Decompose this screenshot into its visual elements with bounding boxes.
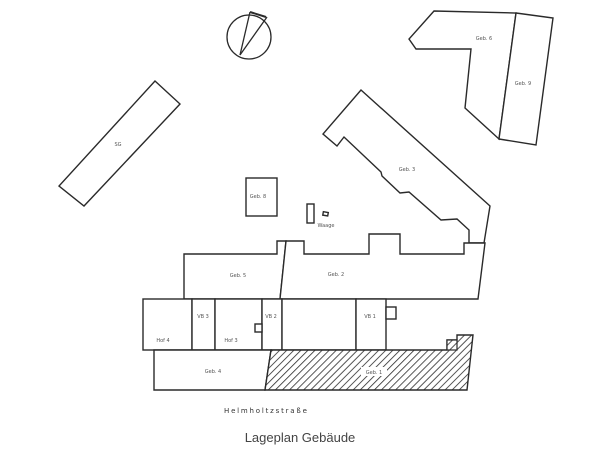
building-label: VB 3 — [197, 314, 209, 320]
building-label: VB 2 — [265, 314, 277, 320]
building-label: Geb. 6 — [476, 36, 492, 42]
building-label: SG — [114, 142, 121, 148]
building-vb2[interactable]: VB 2 — [265, 314, 277, 320]
building-geb6[interactable]: Geb. 6 — [408, 10, 517, 141]
building-label: Geb. 3 — [399, 167, 415, 173]
building-label: Geb. 1 — [366, 370, 382, 376]
building-geb4[interactable]: Geb. 4 — [153, 349, 272, 391]
building-row-lower — [142, 298, 397, 351]
building-label: Geb. 4 — [205, 369, 221, 375]
north-arrow-icon — [226, 11, 272, 60]
building-sg[interactable]: SG — [57, 80, 181, 207]
building-vb3[interactable]: VB 3 — [197, 314, 209, 320]
street-label: Helmholtzstraße — [224, 407, 309, 415]
building-label: VB 1 — [364, 314, 376, 320]
building-geb8[interactable]: Geb. 8 — [245, 177, 278, 217]
building-label: Geb. 5 — [230, 273, 246, 279]
building-label: Hof 4 — [156, 338, 169, 344]
building-geb5[interactable]: Geb. 5 — [183, 240, 287, 300]
page-title: Lageplan Gebäude — [245, 430, 356, 445]
building-label: Geb. 8 — [250, 194, 266, 200]
building-label: Waage — [317, 223, 334, 229]
building-label: Hof 3 — [224, 338, 237, 344]
building-hof4[interactable]: Hof 4 — [156, 338, 169, 344]
building-geb3[interactable]: Geb. 3 — [322, 89, 491, 244]
building-label: Geb. 2 — [328, 272, 344, 278]
building-geb2[interactable]: Geb. 2 — [279, 233, 486, 300]
building-geb1[interactable]: Geb. 1 — [264, 334, 474, 391]
building-vb1[interactable]: VB 1 — [364, 314, 376, 320]
building-label: Geb. 9 — [515, 81, 531, 87]
building-waage[interactable]: Waage — [306, 203, 335, 229]
building-hof3[interactable]: Hof 3 — [224, 338, 237, 344]
building-geb9[interactable]: Geb. 9 — [498, 12, 554, 146]
